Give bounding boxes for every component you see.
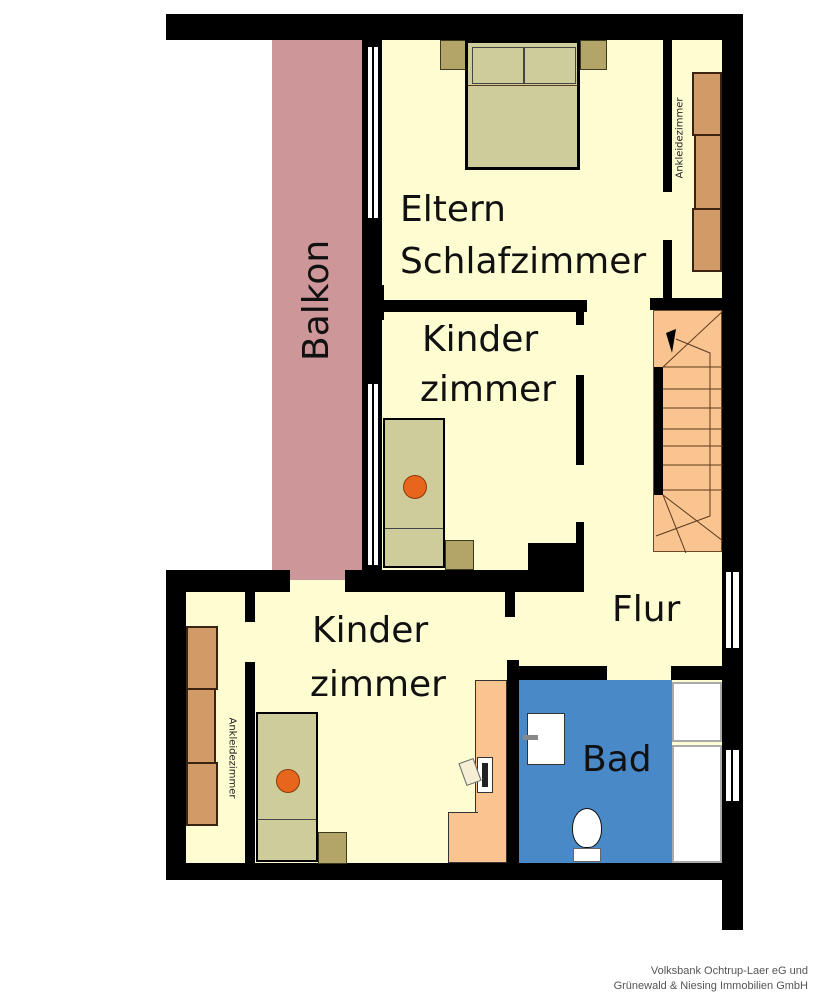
balcony-label: Balkon bbox=[296, 239, 337, 361]
dressing-room-top-label: Ankleidezimmer bbox=[674, 97, 686, 179]
wall-left-lower bbox=[166, 570, 186, 880]
credit-line-2: Grünewald & Niesing Immobilien GmbH bbox=[613, 979, 808, 992]
wall-dressing-bottom bbox=[245, 662, 255, 865]
window-divider bbox=[372, 382, 374, 567]
toilet bbox=[572, 808, 602, 848]
balcony-area bbox=[272, 40, 362, 580]
credit: Volksbank Ochtrup-Laer eG und Grünewald … bbox=[560, 964, 808, 994]
stairs bbox=[653, 310, 724, 554]
wardrobe-top-2 bbox=[694, 134, 722, 210]
wall-dressing-top-a bbox=[663, 40, 672, 192]
faucet-icon bbox=[523, 735, 538, 740]
wall-right bbox=[722, 14, 743, 930]
wardrobe-top-3 bbox=[692, 208, 722, 272]
pillow bbox=[472, 47, 524, 84]
window-divider bbox=[372, 45, 374, 220]
window-divider bbox=[731, 748, 733, 803]
wall-parents-kids1-stub bbox=[362, 285, 384, 320]
parents-bedroom-label-2: Schlafzimmer bbox=[400, 241, 647, 282]
wardrobe-top-1 bbox=[692, 72, 722, 136]
wall-kids1-right-a bbox=[576, 300, 584, 325]
wall-bottom bbox=[166, 863, 743, 880]
bathroom-label: Bad bbox=[582, 739, 652, 780]
wardrobe-bottom-3 bbox=[186, 762, 218, 826]
kids2-bed bbox=[256, 712, 318, 862]
wardrobe-bottom-2 bbox=[186, 688, 216, 764]
teddy-bear-icon bbox=[276, 769, 300, 793]
toilet-tank bbox=[573, 848, 601, 862]
wall-kids1-right-b bbox=[576, 375, 584, 465]
parents-bedroom-label-1: Eltern bbox=[400, 189, 506, 230]
wall-lower-top-mid bbox=[345, 570, 580, 592]
pillow-edge bbox=[385, 528, 443, 529]
wall-stair-top bbox=[650, 298, 725, 310]
kids1-nightstand bbox=[445, 540, 474, 570]
desk-extension bbox=[448, 812, 478, 863]
kids-room-1-label-1: Kinder bbox=[422, 319, 539, 360]
nightstand-right bbox=[580, 40, 607, 70]
wardrobe-bottom-1 bbox=[186, 626, 218, 690]
nightstand-left bbox=[440, 40, 467, 70]
wall-kids1-corner-block bbox=[528, 543, 584, 592]
wall-lower-top-left bbox=[166, 570, 290, 592]
window-divider bbox=[731, 570, 733, 650]
kids-room-2-label-2: zimmer bbox=[310, 664, 446, 705]
kids2-nightstand bbox=[318, 832, 347, 864]
wall-flur-stub bbox=[505, 592, 515, 617]
credit-line-1: Volksbank Ochtrup-Laer eG und bbox=[650, 965, 808, 977]
kids1-bed bbox=[383, 418, 445, 568]
wall-kids2-stub-top bbox=[245, 592, 255, 622]
wall-bath-top-right bbox=[671, 666, 723, 680]
hallway-label: Flur bbox=[612, 589, 681, 630]
wall-dressing-top-b bbox=[663, 240, 672, 298]
wall-top bbox=[166, 14, 743, 40]
kids-room-1-label-2: zimmer bbox=[420, 369, 556, 410]
wall-bath-top-left bbox=[507, 666, 607, 680]
wall-bath-left bbox=[507, 660, 519, 865]
stairs-icon bbox=[654, 310, 724, 554]
pillow-edge bbox=[258, 819, 316, 820]
teddy-bear-icon bbox=[403, 475, 427, 499]
wall-parents-kids1 bbox=[362, 300, 587, 312]
blanket-edge bbox=[468, 85, 577, 86]
dressing-room-bottom-label: Ankleidezimmer bbox=[226, 717, 238, 799]
pillow bbox=[524, 47, 576, 84]
double-bed bbox=[465, 40, 580, 170]
kids-room-2-label-1: Kinder bbox=[312, 610, 429, 651]
bathtub bbox=[672, 745, 722, 863]
shower bbox=[672, 682, 722, 742]
